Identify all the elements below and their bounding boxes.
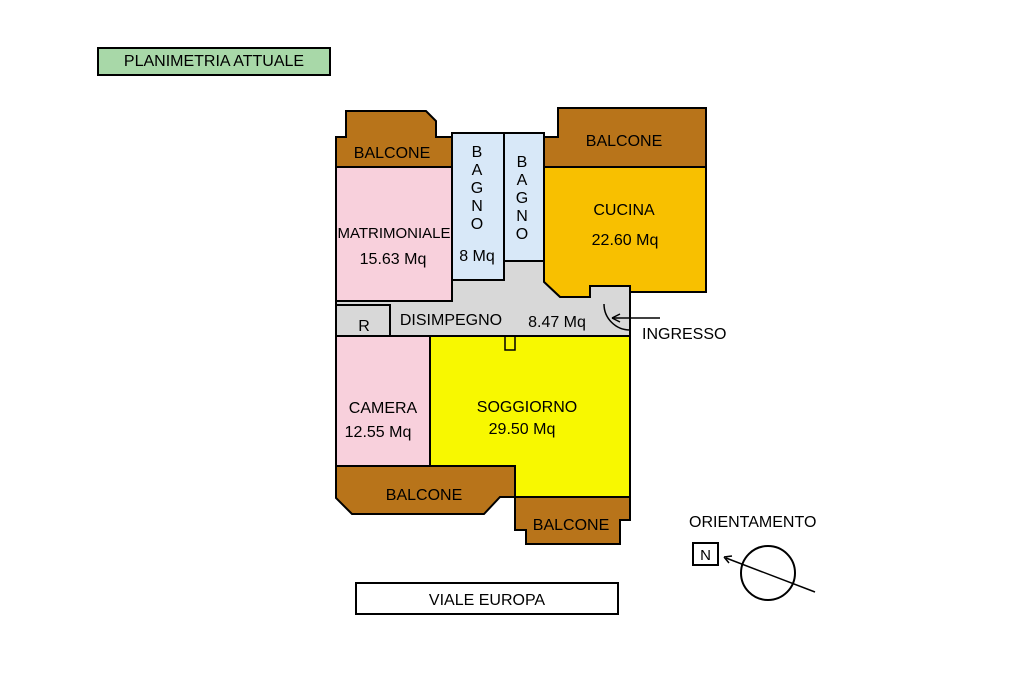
room-ripostiglio (335, 304, 391, 337)
plan-title: PLANIMETRIA ATTUALE (97, 47, 331, 76)
north-box (692, 542, 719, 566)
bagno-2-label: B A G N O (516, 154, 528, 243)
room-bagno-1 (451, 132, 505, 281)
ingresso-label: INGRESSO (642, 326, 726, 343)
balcone-bottom-left (335, 465, 516, 515)
bagno-1-letter: B (472, 144, 483, 161)
room-matrimoniale (335, 166, 453, 302)
balcone-bottom-right (514, 496, 631, 545)
ingresso-arrowhead (611, 313, 621, 323)
cucina-name: CUCINA (593, 202, 655, 219)
bagno-2-letter: G (516, 190, 528, 207)
balcone-bottom-right-label: BALCONE (533, 517, 609, 534)
ingresso-door (603, 303, 631, 331)
bagno-1-letter: A (472, 162, 483, 179)
orientation-label: ORIENTAMENTO (689, 514, 816, 531)
bagno-1-area: 8 Mq (459, 248, 495, 265)
balcone-bottom-left-label: BALCONE (386, 487, 462, 504)
camera-name: CAMERA (349, 400, 418, 417)
soggiorno-name: SOGGIORNO (477, 399, 577, 416)
bagno-1-label: B A G N O (471, 144, 483, 233)
north-letter: N (700, 547, 711, 564)
compass-circle (740, 545, 796, 601)
street-label: VIALE EUROPA (355, 582, 619, 615)
soggiorno-area: 29.50 Mq (489, 421, 556, 438)
compass-needle (725, 557, 816, 593)
disimpegno-area: 8.47 Mq (528, 314, 586, 331)
cucina-area: 22.60 Mq (592, 232, 659, 249)
matrimoniale-area: 15.63 Mq (360, 251, 427, 268)
bagno-1-letter: O (471, 216, 483, 233)
bagno-2-letter: B (517, 154, 528, 171)
balcone-top-right-label: BALCONE (586, 133, 662, 150)
matrimoniale-name: MATRIMONIALE (337, 225, 450, 242)
ripostiglio-label: R (358, 318, 370, 335)
compass-arrowhead (723, 555, 733, 564)
bagno-1-letter: G (471, 180, 483, 197)
column-marker (504, 335, 516, 351)
bagno-2-letter: O (516, 226, 528, 243)
bagno-1-letter: N (471, 198, 483, 215)
camera-area: 12.55 Mq (345, 424, 412, 441)
bagno-2-letter: A (517, 172, 528, 189)
bagno-2-letter: N (516, 208, 528, 225)
balcone-top-left-label: BALCONE (354, 145, 430, 162)
disimpegno-name: DISIMPEGNO (400, 312, 502, 329)
room-camera (335, 335, 431, 467)
